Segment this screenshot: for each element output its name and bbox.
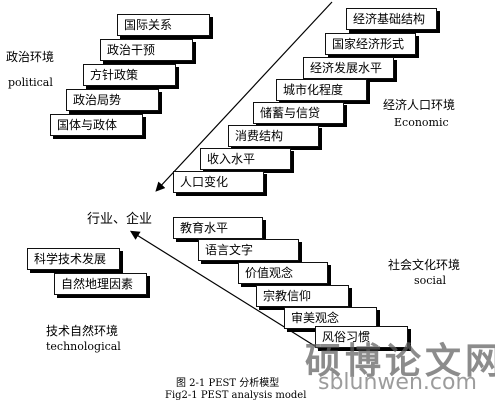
political-title-en: political (8, 76, 53, 89)
social-title-en: social (414, 274, 447, 287)
political-item: 政治局势 (66, 89, 159, 111)
economic-item: 经济基础结构 (346, 8, 437, 30)
tech-item: 科学技术发展 (27, 248, 120, 270)
tech-title-en: technological (46, 340, 121, 353)
economic-item: 人口变化 (173, 171, 264, 193)
social-item: 语言文字 (198, 239, 299, 261)
political-item: 方针政策 (83, 64, 176, 86)
political-item: 政治干预 (100, 39, 193, 61)
social-item: 价值观念 (238, 262, 328, 284)
watermark-cn: 硕博论文网 (305, 341, 495, 382)
economic-item: 经济发展水平 (303, 57, 394, 79)
tech-title-cn: 技术自然环境 (46, 324, 119, 338)
economic-item: 国家经济形式 (325, 33, 416, 55)
economic-title-en: Economic (394, 116, 449, 129)
political-item: 国际关系 (117, 14, 210, 36)
social-item: 风俗习惯 (315, 326, 408, 348)
center-label: 行业、企业 (87, 212, 153, 227)
economic-title-cn: 经济人口环境 (383, 98, 456, 112)
economic-arrow (155, 1, 333, 192)
watermark-en: sblunwen.com (318, 370, 477, 395)
economic-item: 收入水平 (200, 148, 291, 170)
social-title-cn: 社会文化环境 (388, 258, 461, 272)
social-item: 宗教信仰 (256, 285, 349, 307)
caption-en: Fig2-1 PEST analysis model (165, 390, 307, 401)
tech-item: 自然地理因素 (54, 273, 147, 295)
political-item: 国体与政体 (50, 114, 143, 136)
economic-item: 储蓄与信贷 (253, 102, 344, 124)
economic-item: 消费结构 (228, 125, 319, 147)
social-item: 教育水平 (173, 217, 263, 239)
political-title-cn: 政治环境 (6, 50, 55, 64)
caption-cn: 图 2-1 PEST 分析模型 (176, 378, 280, 389)
economic-item: 城市化程度 (276, 79, 367, 101)
